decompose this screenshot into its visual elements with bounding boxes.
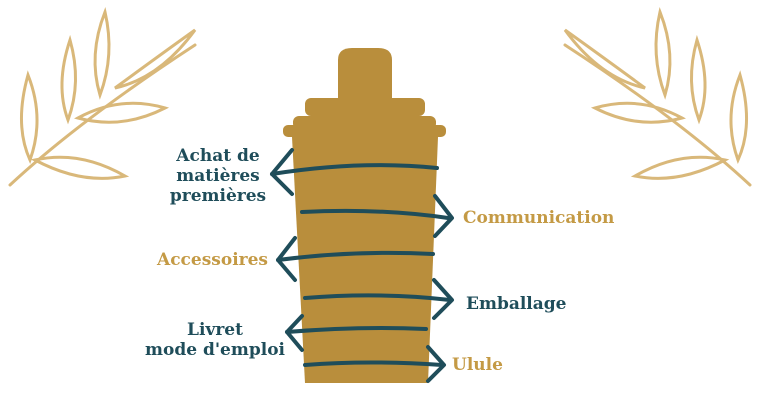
label-accessories: Accessoires [157,250,268,270]
spiral-lines [270,148,454,383]
laurel-branch-right-icon [563,6,752,187]
label-raw-materials-line-1: Achat de [176,146,260,166]
label-manual-line-1: Livret [187,320,243,340]
spiral-line-ulule [303,360,444,367]
spiral-line-raw-materials [270,163,439,176]
arrow-raw-materials [270,148,294,196]
arrow-accessories [276,236,297,282]
label-manual-line-2: mode d'emploi [145,340,285,360]
spiral-line-communication [300,208,450,220]
label-raw-materials-line-2: matières [176,166,260,186]
label-packaging: Emballage [466,294,567,314]
arrow-manual [285,314,304,352]
arrow-packaging [432,278,454,320]
shaker-icon [283,48,446,383]
label-manual: Livret mode d'emploi [140,320,290,360]
spiral-line-packaging [303,293,452,302]
arrow-ulule [426,345,446,383]
spiral-line-manual [285,326,428,334]
label-communication: Communication [463,208,615,228]
label-raw-materials-line-3: premières [169,186,267,206]
spiral-line-accessories [276,250,435,262]
label-raw-materials: Achat de matières premières [158,146,278,206]
laurel-branch-left-icon [8,6,197,187]
arrow-communication [433,194,454,238]
label-ulule: Ulule [452,355,503,375]
